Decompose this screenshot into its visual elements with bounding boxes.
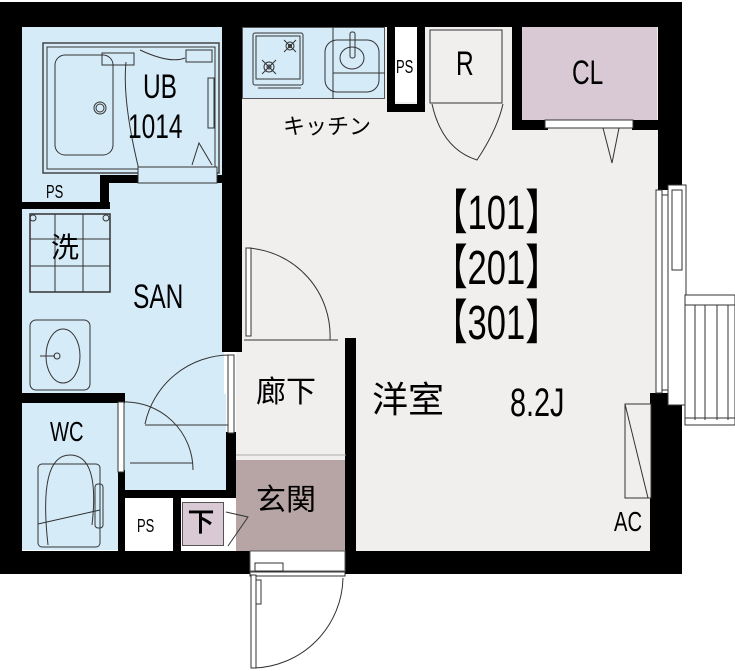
unit-number-301: 【301】 <box>433 297 560 350</box>
hallway-label: 廊下 <box>256 375 316 410</box>
wall-ps-shoebox <box>173 497 181 553</box>
ps-bath-label: PS <box>46 182 64 202</box>
ps-kitchen-area <box>395 27 417 102</box>
wall-wc-right <box>118 470 125 555</box>
unit-number-101: 【101】 <box>433 187 560 240</box>
air-conditioner-label: AC <box>614 506 643 537</box>
sanitary-lower-area <box>120 394 226 491</box>
closet-area <box>522 27 657 120</box>
wall-closet-bottom-r <box>632 120 658 130</box>
ps-kitchen-label: PS <box>396 57 414 77</box>
refrigerator-label: R <box>456 45 474 83</box>
entrance-area <box>236 460 346 551</box>
western-room-label: 洋室 <box>372 380 445 421</box>
kitchen-label: キッチン <box>283 115 372 140</box>
unit-number-201: 【201】 <box>433 242 560 295</box>
wall-ps-kitchen-right <box>417 27 425 112</box>
wall-hall-san-lower <box>226 432 236 498</box>
wall-closet-left <box>512 27 522 130</box>
wall-ps-kitchen-left <box>387 27 395 112</box>
wc-label: WC <box>50 416 84 447</box>
entrance-label: 玄関 <box>256 483 316 518</box>
ps-bottom-area <box>124 497 174 551</box>
wall-right-lower <box>650 393 682 574</box>
laundry-label: 洗 <box>51 231 80 264</box>
wall-bottom-left <box>0 551 250 574</box>
wall-ps-v <box>100 175 109 207</box>
wall-closet-bottom <box>512 120 548 130</box>
wall-ps-kitchen-bottom <box>387 104 425 112</box>
bathroom-label-size: 1014 <box>128 108 183 146</box>
western-room-size: 8.2J <box>510 381 565 425</box>
closet-label: CL <box>572 54 604 92</box>
wall-ps-laundry <box>22 202 110 209</box>
shoe-box-label: 下 <box>188 508 215 538</box>
wall-left <box>0 2 22 574</box>
shoe-box-area <box>182 502 224 546</box>
wall-right-upper <box>658 2 682 190</box>
ps-bottom-label: PS <box>137 516 155 536</box>
wall-san-wc <box>22 393 125 403</box>
bathroom-label-ub: UB <box>143 68 178 106</box>
wall-top <box>0 2 682 27</box>
wall-bottom-right <box>345 551 682 574</box>
sanitary-label: SAN <box>133 278 184 316</box>
wall-bath-kitchen <box>222 27 242 352</box>
wall-hall-room <box>345 338 356 551</box>
hallway-area <box>236 345 346 460</box>
wall-san-bottom <box>118 490 236 498</box>
